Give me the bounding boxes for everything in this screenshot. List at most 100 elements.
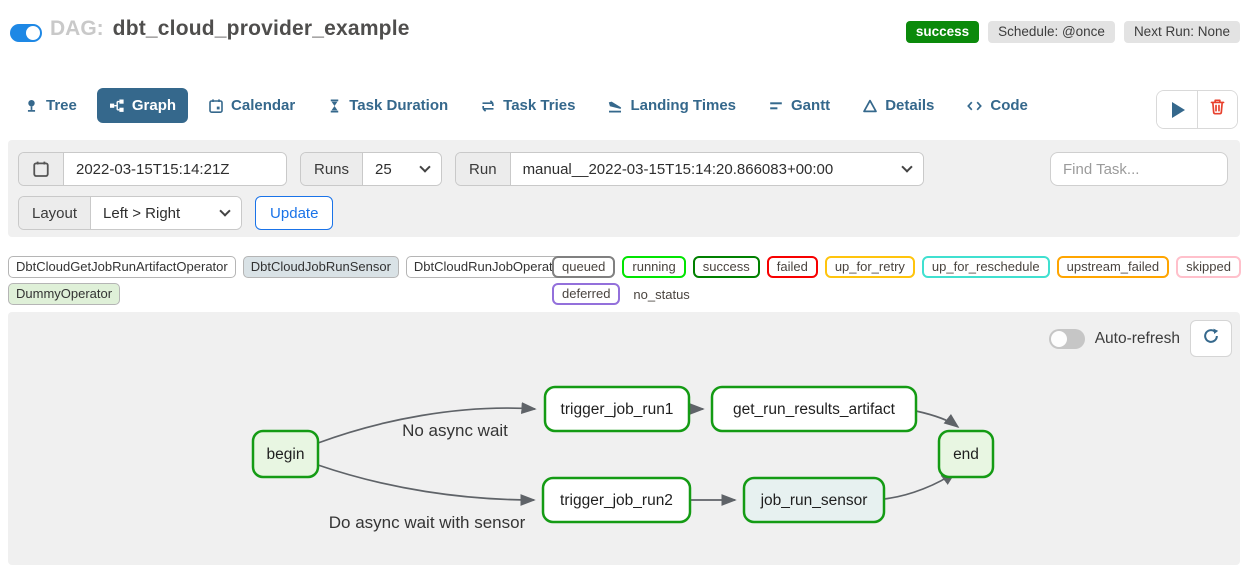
- dag-node-trigger-job-run1[interactable]: trigger_job_run1: [543, 385, 691, 433]
- status-badge: failed: [766, 256, 818, 278]
- edge-label-no-async-wait: No async wait: [402, 421, 508, 440]
- operator-badge: DbtCloudRunJobOperator: [405, 256, 573, 278]
- gantt-icon: [768, 98, 784, 114]
- layout-group: Layout Left > Right: [18, 196, 243, 230]
- tab-task-tries[interactable]: Task Tries: [468, 88, 587, 123]
- plane-landing-icon: [607, 98, 623, 114]
- status-legend-row: deferred no_status: [552, 283, 1248, 305]
- auto-refresh-label: Auto-refresh: [1094, 329, 1180, 347]
- page-title: DAG: dbt_cloud_provider_example: [50, 17, 410, 41]
- run-select-value: manual__2022-03-15T15:14:20.866083+00:00: [522, 160, 834, 178]
- view-tabs: Tree Graph Calendar Task Duration Task T…: [12, 88, 1040, 123]
- tab-tree[interactable]: Tree: [12, 88, 89, 123]
- chevron-down-icon: [219, 205, 231, 217]
- chevron-down-icon: [419, 161, 431, 173]
- hourglass-icon: [327, 98, 342, 114]
- calendar-icon: [208, 98, 224, 114]
- delete-dag-button[interactable]: [1197, 91, 1237, 128]
- edge-begin-run2: [317, 464, 536, 506]
- run-label: Run: [456, 153, 511, 185]
- layout-select-value: Left > Right: [103, 204, 181, 222]
- status-badge: up_for_reschedule: [921, 256, 1050, 278]
- tab-graph[interactable]: Graph: [96, 88, 189, 123]
- refresh-icon: [1202, 327, 1220, 350]
- operator-badge: DbtCloudJobRunSensor: [242, 256, 399, 278]
- auto-refresh-toggle[interactable]: [1048, 328, 1085, 349]
- code-icon: [966, 98, 983, 114]
- tab-label: Task Duration: [349, 97, 449, 114]
- node-label: get_run_results_artifact: [733, 401, 896, 418]
- status-badge: up_for_retry: [824, 256, 915, 278]
- tab-label: Tree: [46, 97, 77, 114]
- operator-legend: DbtCloudGetJobRunArtifactOperator DbtClo…: [8, 256, 573, 305]
- status-badge: skipped: [1176, 256, 1241, 278]
- tab-code[interactable]: Code: [954, 88, 1040, 123]
- status-legend-row: queued running success failed up_for_ret…: [552, 256, 1248, 278]
- runs-count-select[interactable]: 25: [363, 153, 442, 185]
- status-badge: running: [622, 256, 686, 278]
- toggle-knob: [1050, 330, 1067, 347]
- dag-node-job-run-sensor[interactable]: job_run_sensor: [742, 476, 886, 524]
- edge-begin-run1: [317, 402, 537, 444]
- status-badge: success: [692, 256, 760, 278]
- tab-landing-times[interactable]: Landing Times: [595, 88, 748, 123]
- runs-label: Runs: [301, 153, 364, 185]
- runs-group: Runs 25: [300, 152, 443, 186]
- dag-node-trigger-job-run2[interactable]: trigger_job_run2: [541, 476, 692, 524]
- tab-label: Graph: [131, 97, 177, 114]
- refresh-button[interactable]: [1190, 320, 1232, 357]
- trigger-dag-button[interactable]: [1157, 91, 1197, 128]
- operator-legend-row: DummyOperator: [8, 283, 572, 305]
- tab-details[interactable]: Details: [850, 88, 946, 123]
- status-badge: upstream_failed: [1056, 256, 1170, 278]
- dag-status-badge: success: [905, 21, 980, 43]
- update-button[interactable]: Update: [255, 196, 334, 230]
- repeat-icon: [480, 98, 496, 114]
- tab-task-duration[interactable]: Task Duration: [315, 88, 460, 123]
- tab-label: Task Tries: [503, 97, 576, 114]
- run-group: Run manual__2022-03-15T15:14:20.866083+0…: [455, 152, 924, 186]
- operator-badge: DummyOperator: [8, 283, 121, 305]
- dag-node-begin[interactable]: begin: [251, 429, 320, 479]
- edge-label-do-async-wait: Do async wait with sensor: [329, 513, 526, 532]
- filter-row-2: Layout Left > Right Update: [18, 196, 334, 230]
- filter-panel: Runs 25 Run manual__2022-03-15T15:14:20.…: [8, 140, 1240, 237]
- toggle-knob: [26, 26, 40, 40]
- find-task-input[interactable]: [1050, 152, 1228, 186]
- tab-label: Calendar: [231, 97, 296, 114]
- dag-node-end[interactable]: end: [937, 429, 995, 479]
- filter-row-1: Runs 25 Run manual__2022-03-15T15:14:20.…: [18, 152, 924, 186]
- trash-icon: [1209, 98, 1226, 121]
- graph-icon: [109, 98, 125, 114]
- chevron-down-icon: [900, 161, 913, 173]
- dag-prefix-label: DAG:: [50, 17, 104, 40]
- dag-graph: No async wait Do async wait with sensor …: [251, 385, 995, 532]
- node-label: begin: [267, 446, 305, 463]
- tab-label: Landing Times: [630, 97, 737, 114]
- node-label: job_run_sensor: [760, 492, 868, 509]
- execution-date-input[interactable]: [64, 153, 286, 185]
- header-badges: success Schedule: @once Next Run: None: [905, 21, 1240, 43]
- status-badge: deferred: [552, 283, 621, 305]
- dag-enabled-toggle[interactable]: [10, 24, 42, 42]
- run-select[interactable]: manual__2022-03-15T15:14:20.866083+00:00: [510, 153, 923, 185]
- triangle-icon: [862, 98, 878, 114]
- dag-node-get-run-results-artifact[interactable]: get_run_results_artifact: [710, 385, 918, 433]
- node-label: trigger_job_run2: [560, 492, 673, 509]
- edge-artifact-end: [915, 410, 960, 429]
- graph-panel: No async wait Do async wait with sensor …: [8, 312, 1240, 565]
- tab-gantt[interactable]: Gantt: [756, 88, 842, 123]
- dag-action-buttons: [1156, 90, 1238, 129]
- dag-title: dbt_cloud_provider_example: [112, 17, 410, 40]
- node-label: trigger_job_run1: [561, 401, 674, 418]
- layout-select[interactable]: Left > Right: [91, 197, 242, 229]
- operator-badge: DbtCloudGetJobRunArtifactOperator: [8, 256, 236, 278]
- tab-calendar[interactable]: Calendar: [196, 88, 307, 123]
- runs-count-value: 25: [375, 160, 392, 178]
- next-run-badge: Next Run: None: [1123, 21, 1240, 43]
- execution-date-group: [18, 152, 287, 186]
- layout-label: Layout: [19, 197, 92, 229]
- no-status-label: no_status: [633, 286, 690, 302]
- node-label: end: [953, 446, 979, 463]
